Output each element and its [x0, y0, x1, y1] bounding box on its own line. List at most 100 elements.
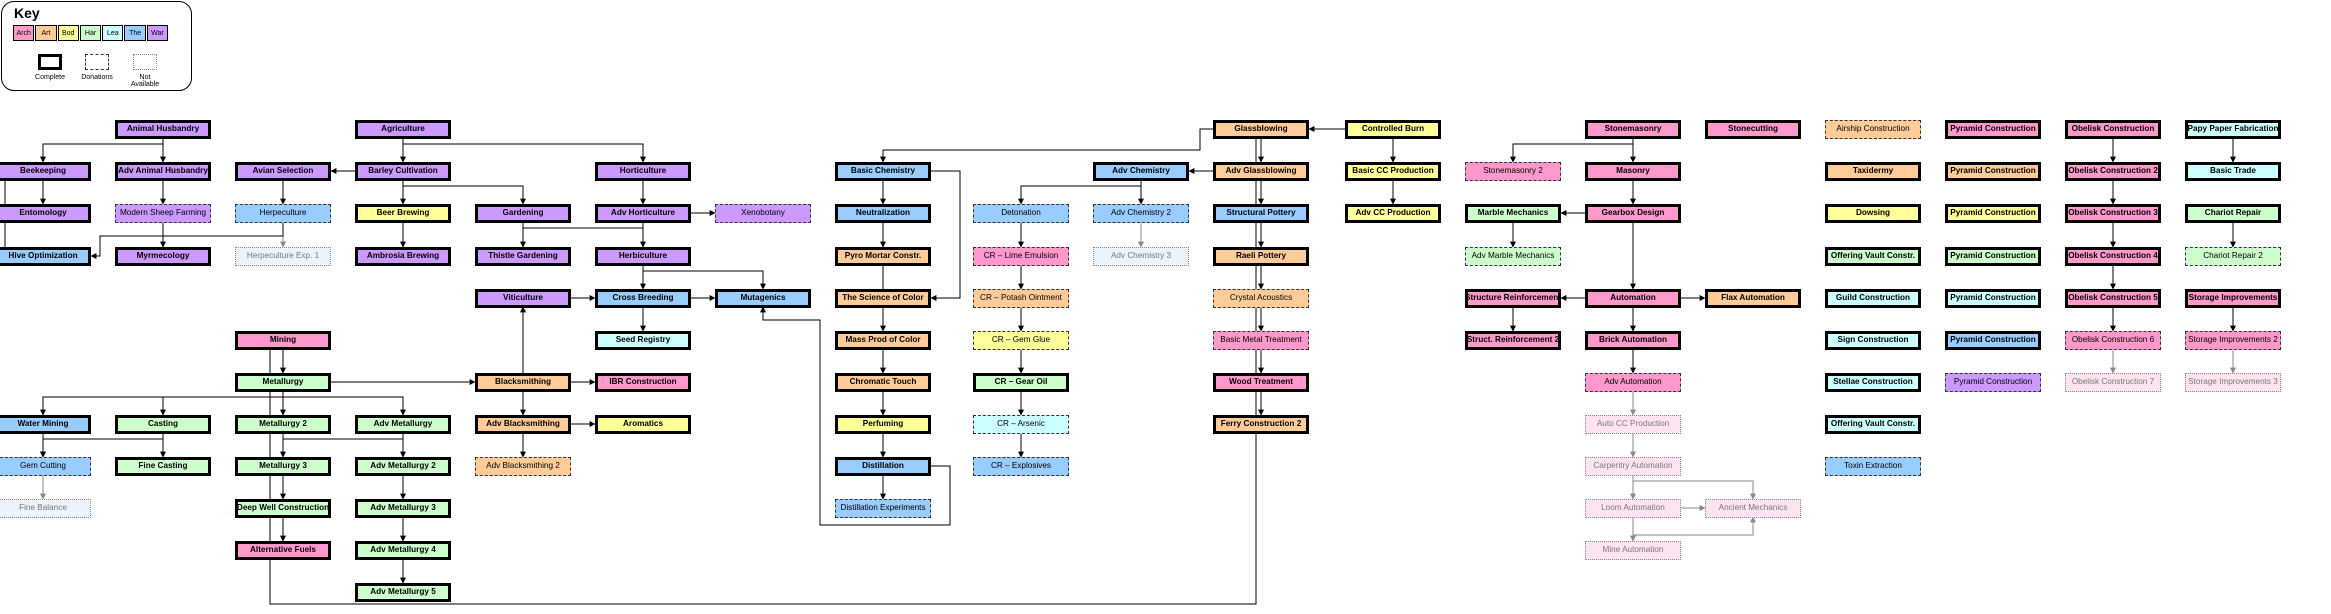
- tech-node-cr-arsenic[interactable]: CR – Arsenic: [973, 415, 1069, 434]
- tech-node-structural-pottery[interactable]: Structural Pottery: [1213, 204, 1309, 223]
- tech-node-flax-auto[interactable]: Flax Automation: [1705, 289, 1801, 308]
- tech-node-stonemasonry[interactable]: Stonemasonry: [1585, 120, 1681, 139]
- tech-node-obelisk2[interactable]: Obelisk Construction 2: [2065, 162, 2161, 181]
- tech-node-adv-marble[interactable]: Adv Marble Mechanics: [1465, 247, 1561, 266]
- tech-node-herp-exp[interactable]: Herpeculture Exp. 1: [235, 247, 331, 266]
- tech-node-herbiculture[interactable]: Herbiculture: [595, 247, 691, 266]
- tech-node-offering-vault2[interactable]: Offering Vault Constr.: [1825, 415, 1921, 434]
- tech-node-distillation[interactable]: Distillation: [835, 457, 931, 476]
- tech-node-automation[interactable]: Automation: [1585, 289, 1681, 308]
- tech-node-guild-constr[interactable]: Guild Construction: [1825, 289, 1921, 308]
- tech-node-alt-fuels[interactable]: Alternative Fuels: [235, 541, 331, 560]
- tech-node-marble-mech[interactable]: Marble Mechanics: [1465, 204, 1561, 223]
- tech-node-adv-blacksmithing[interactable]: Adv Blacksmithing: [475, 415, 571, 434]
- tech-node-chromatic[interactable]: Chromatic Touch: [835, 373, 931, 392]
- tech-node-blacksmithing[interactable]: Blacksmithing: [475, 373, 571, 392]
- tech-node-obelisk4[interactable]: Obelisk Construction 4: [2065, 247, 2161, 266]
- tech-node-basic-trade[interactable]: Basic Trade: [2185, 162, 2281, 181]
- tech-node-storage-imp3[interactable]: Storage Improvements 3: [2185, 373, 2281, 392]
- tech-node-metallurgy[interactable]: Metallurgy: [235, 373, 331, 392]
- tech-node-cr-gear-oil[interactable]: CR – Gear Oil: [973, 373, 1069, 392]
- tech-node-adv-cc[interactable]: Adv CC Production: [1345, 204, 1441, 223]
- tech-node-adv-metallurgy[interactable]: Adv Metallurgy: [355, 415, 451, 434]
- tech-node-cr-gem-glue[interactable]: CR – Gem Glue: [973, 331, 1069, 350]
- tech-node-adv-animal-husbandry[interactable]: Adv Animal Husbandry: [115, 162, 211, 181]
- tech-node-struct-reinf[interactable]: Structure Reinforcement: [1465, 289, 1561, 308]
- tech-node-beekeeping[interactable]: Beekeeping: [0, 162, 91, 181]
- tech-node-pyramid7[interactable]: Pyramid Construction: [1945, 373, 2041, 392]
- tech-node-adv-metallurgy2[interactable]: Adv Metallurgy 2: [355, 457, 451, 476]
- tech-node-beer[interactable]: Beer Brewing: [355, 204, 451, 223]
- tech-node-mining[interactable]: Mining: [235, 331, 331, 350]
- tech-node-basic-cc[interactable]: Basic CC Production: [1345, 162, 1441, 181]
- tech-node-animal-husbandry[interactable]: Animal Husbandry: [115, 120, 211, 139]
- tech-node-adv-horticulture[interactable]: Adv Horticulture: [595, 204, 691, 223]
- tech-node-adv-chem3[interactable]: Adv Chemistry 3: [1093, 247, 1189, 266]
- tech-node-deep-well[interactable]: Deep Well Construction: [235, 499, 331, 518]
- tech-node-basic-metal[interactable]: Basic Metal Treatment: [1213, 331, 1309, 350]
- tech-node-cr-lime[interactable]: CR – Lime Emulsion: [973, 247, 1069, 266]
- tech-node-obelisk5[interactable]: Obelisk Construction 5: [2065, 289, 2161, 308]
- tech-node-mutagenics[interactable]: Mutagenics: [715, 289, 811, 308]
- tech-node-brick-auto[interactable]: Brick Automation: [1585, 331, 1681, 350]
- tech-node-pyro-mortar[interactable]: Pyro Mortar Constr.: [835, 247, 931, 266]
- tech-node-avian[interactable]: Avian Selection: [235, 162, 331, 181]
- tech-node-glassblowing[interactable]: Glassblowing: [1213, 120, 1309, 139]
- tech-node-water-mining[interactable]: Water Mining: [0, 415, 91, 434]
- tech-node-storage-imp2[interactable]: Storage Improvements 2: [2185, 331, 2281, 350]
- tech-node-crystal-acoustics[interactable]: Crystal Acoustics: [1213, 289, 1309, 308]
- tech-node-wood-treatment[interactable]: Wood Treatment: [1213, 373, 1309, 392]
- tech-node-chariot-repair2[interactable]: Chariot Repair 2: [2185, 247, 2281, 266]
- tech-node-pyramid3[interactable]: Pyramid Construction: [1945, 204, 2041, 223]
- tech-node-raeli-pottery[interactable]: Raeli Pottery: [1213, 247, 1309, 266]
- tech-node-agriculture[interactable]: Agriculture: [355, 120, 451, 139]
- tech-node-stonemasonry2[interactable]: Stonemasonry 2: [1465, 162, 1561, 181]
- tech-node-mine-auto[interactable]: Mine Automation: [1585, 541, 1681, 560]
- tech-node-metallurgy3[interactable]: Metallurgy 3: [235, 457, 331, 476]
- tech-node-mass-prod-color[interactable]: Mass Prod of Color: [835, 331, 931, 350]
- tech-node-perfuming[interactable]: Perfuming: [835, 415, 931, 434]
- tech-node-gearbox[interactable]: Gearbox Design: [1585, 204, 1681, 223]
- tech-node-xenobotany[interactable]: Xenobotany: [715, 204, 811, 223]
- tech-node-pyramid6[interactable]: Pyramid Construction: [1945, 331, 2041, 350]
- tech-node-distill-exp[interactable]: Distillation Experiments: [835, 499, 931, 518]
- tech-node-stonecutting[interactable]: Stonecutting: [1705, 120, 1801, 139]
- tech-node-pyramid4[interactable]: Pyramid Construction: [1945, 247, 2041, 266]
- tech-node-gardening[interactable]: Gardening: [475, 204, 571, 223]
- tech-node-pyramid2[interactable]: Pyramid Construction: [1945, 162, 2041, 181]
- tech-node-toxin[interactable]: Toxin Extraction: [1825, 457, 1921, 476]
- tech-node-loom-auto[interactable]: Loom Automation: [1585, 499, 1681, 518]
- tech-node-entomology[interactable]: Entomology: [0, 204, 91, 223]
- tech-node-basic-chem[interactable]: Basic Chemistry: [835, 162, 931, 181]
- tech-node-detonation[interactable]: Detonation: [973, 204, 1069, 223]
- tech-node-masonry[interactable]: Masonry: [1585, 162, 1681, 181]
- tech-node-offering-vault1[interactable]: Offering Vault Constr.: [1825, 247, 1921, 266]
- tech-node-cr-explosives[interactable]: CR – Explosives: [973, 457, 1069, 476]
- tech-node-taxidermy[interactable]: Taxidermy: [1825, 162, 1921, 181]
- tech-node-pyramid1[interactable]: Pyramid Construction: [1945, 120, 2041, 139]
- tech-node-ibr[interactable]: IBR Construction: [595, 373, 691, 392]
- tech-node-adv-chem[interactable]: Adv Chemistry: [1093, 162, 1189, 181]
- tech-node-chariot-repair[interactable]: Chariot Repair: [2185, 204, 2281, 223]
- tech-node-metallurgy2[interactable]: Metallurgy 2: [235, 415, 331, 434]
- tech-node-thistle[interactable]: Thistle Gardening: [475, 247, 571, 266]
- tech-node-obelisk3[interactable]: Obelisk Construction 3: [2065, 204, 2161, 223]
- tech-node-science-color[interactable]: The Science of Color: [835, 289, 931, 308]
- tech-node-adv-blacksmithing2[interactable]: Adv Blacksmithing 2: [475, 457, 571, 476]
- tech-node-adv-metallurgy5[interactable]: Adv Metallurgy 5: [355, 583, 451, 602]
- tech-node-herpeculture[interactable]: Herpeculture: [235, 204, 331, 223]
- tech-node-cross-breeding[interactable]: Cross Breeding: [595, 289, 691, 308]
- tech-node-struct-reinf2[interactable]: Struct. Reinforcement 2: [1465, 331, 1561, 350]
- tech-node-adv-metallurgy3[interactable]: Adv Metallurgy 3: [355, 499, 451, 518]
- tech-node-barley[interactable]: Barley Cultivation: [355, 162, 451, 181]
- tech-node-auto-cc[interactable]: Auto CC Production: [1585, 415, 1681, 434]
- tech-node-adv-auto[interactable]: Adv Automation: [1585, 373, 1681, 392]
- tech-node-fine-balance[interactable]: Fine Balance: [0, 499, 91, 518]
- tech-node-neutralization[interactable]: Neutralization: [835, 204, 931, 223]
- tech-node-fine-casting[interactable]: Fine Casting: [115, 457, 211, 476]
- tech-node-obelisk1[interactable]: Obelisk Construction: [2065, 120, 2161, 139]
- tech-node-sign-constr[interactable]: Sign Construction: [1825, 331, 1921, 350]
- tech-node-seed-registry[interactable]: Seed Registry: [595, 331, 691, 350]
- tech-node-cr-potash[interactable]: CR – Potash Ointment: [973, 289, 1069, 308]
- tech-node-myrmecology[interactable]: Myrmecology: [115, 247, 211, 266]
